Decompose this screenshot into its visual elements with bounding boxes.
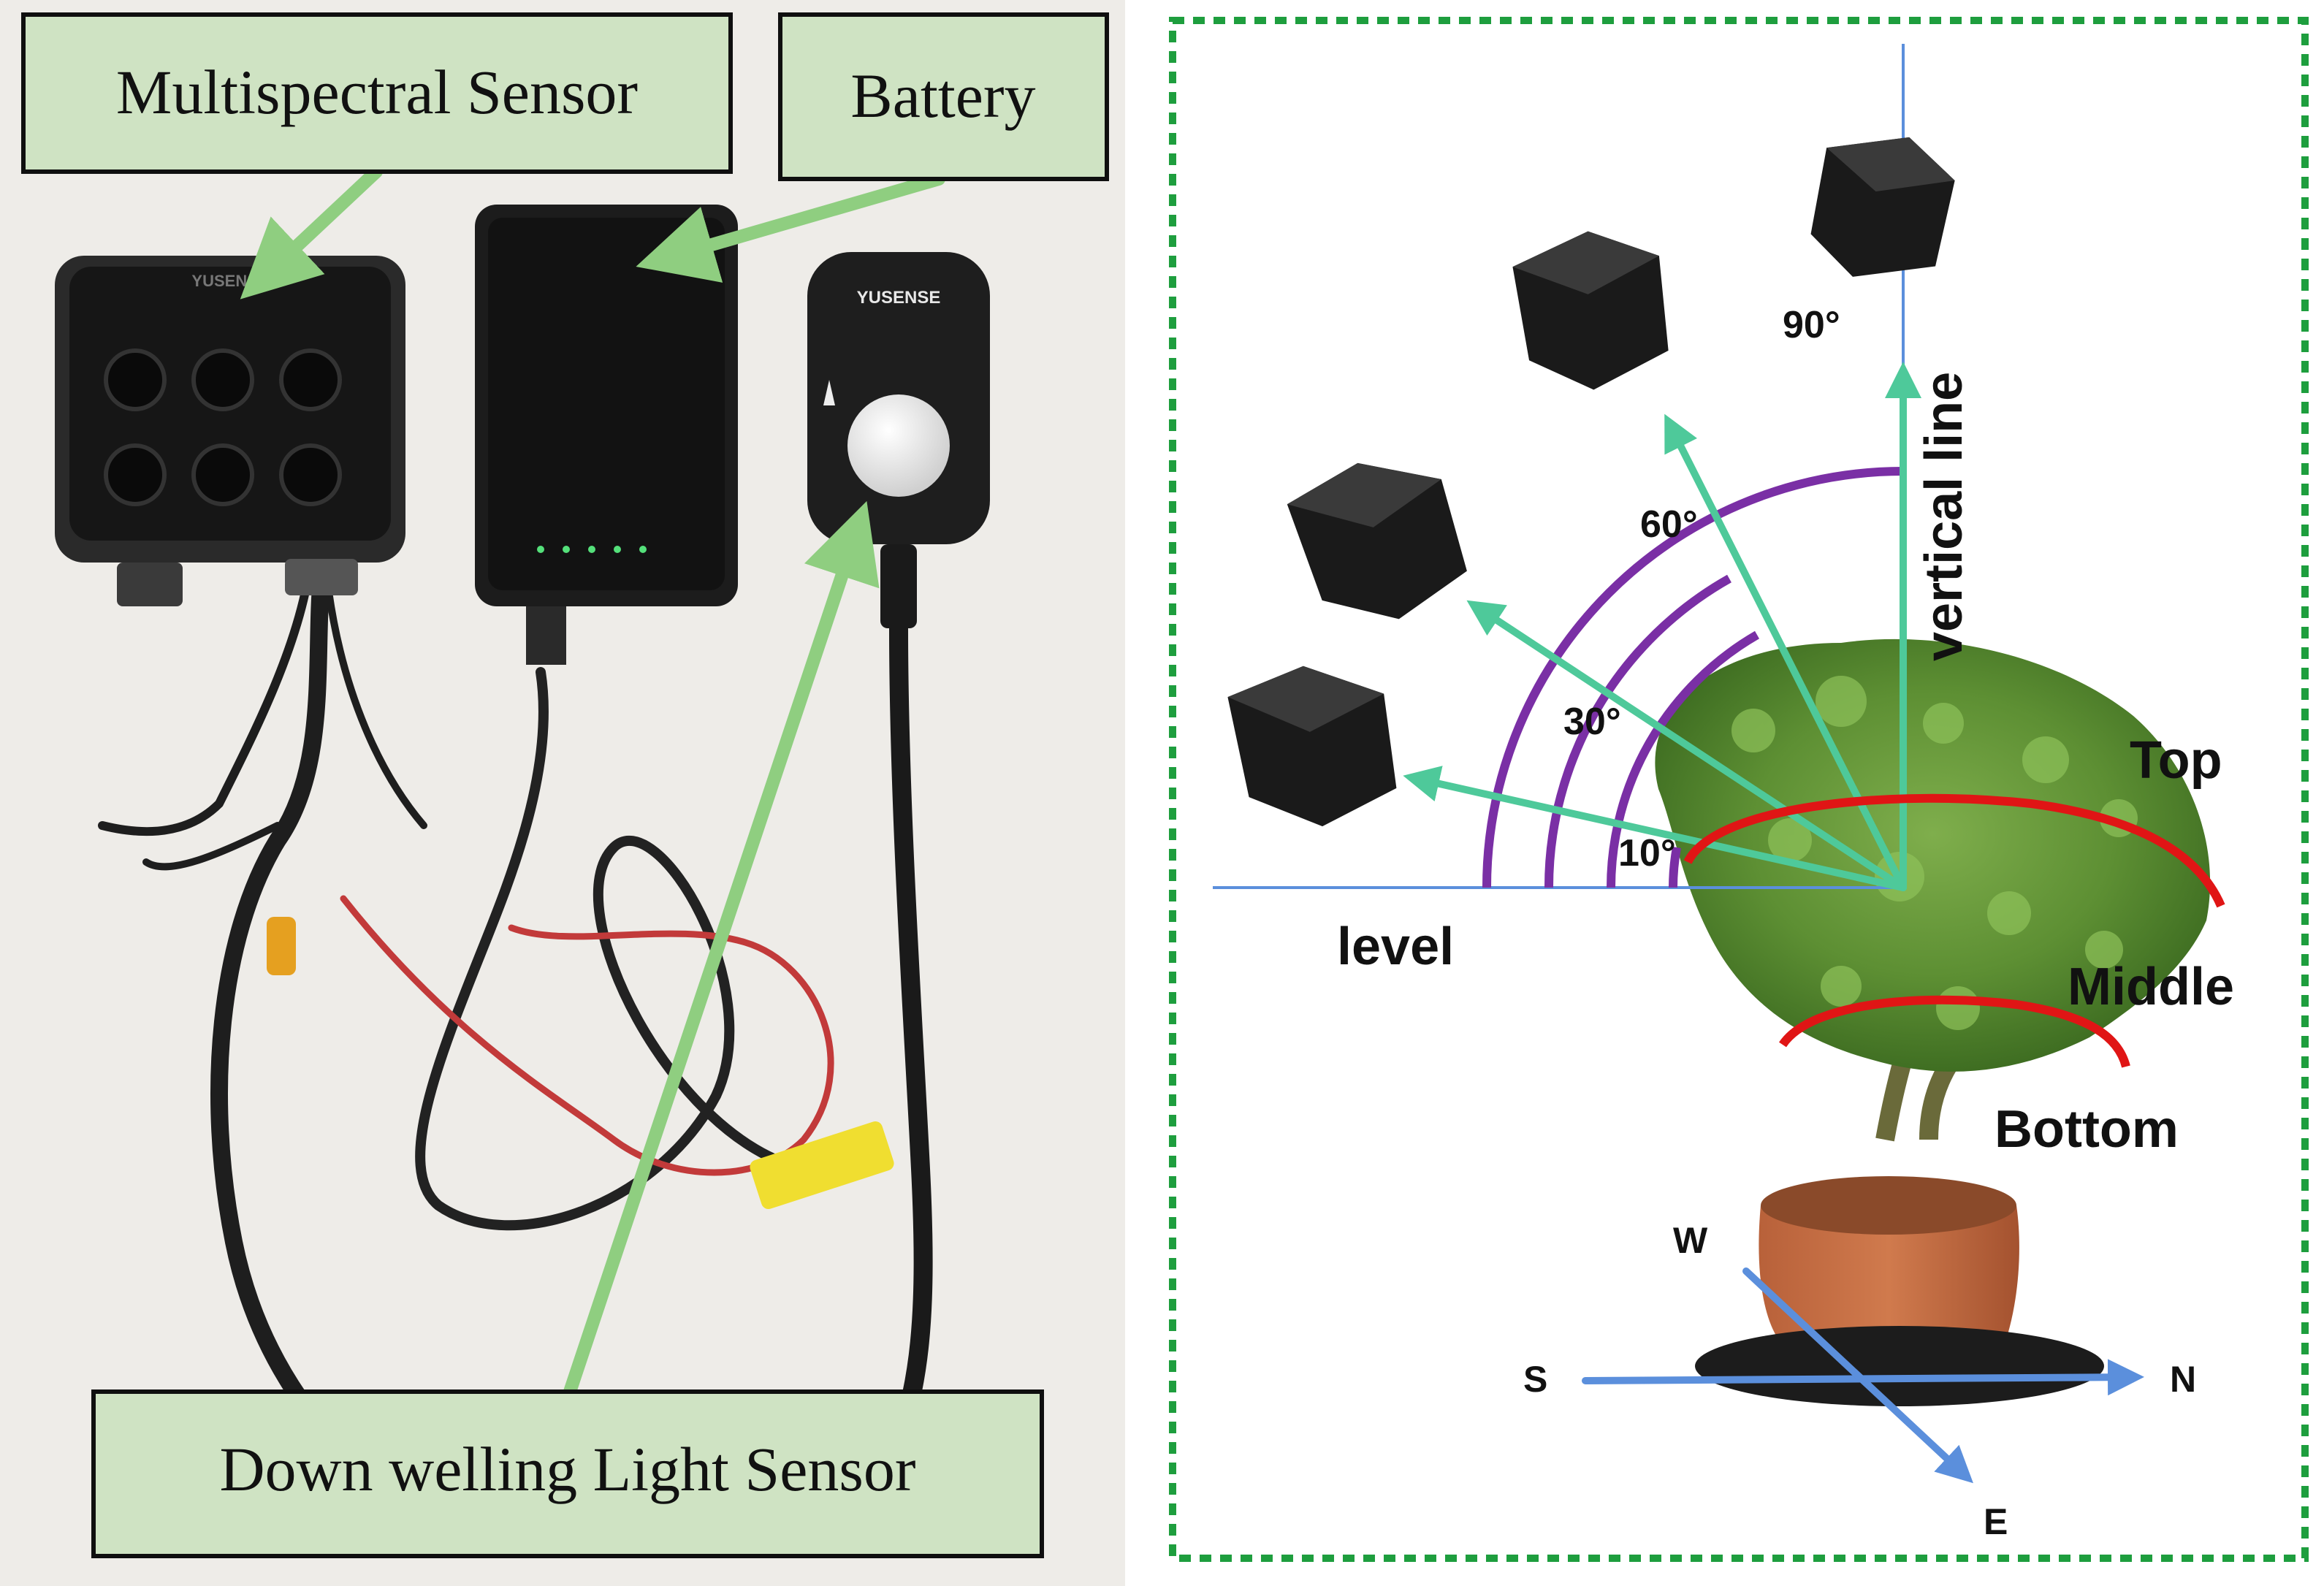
angle-label-10: 10° — [1618, 832, 1676, 874]
sensor-cube-10 — [1227, 666, 1397, 827]
downwelling-light-sensor-device: YUSENSE — [807, 252, 990, 628]
light-diffuser-dome — [847, 394, 950, 497]
angle-label-30: 30° — [1563, 701, 1621, 743]
plant-pot — [1759, 1205, 2019, 1351]
right-diagram-panel: 90° 60° 30° 10° vertical line level Top … — [1169, 17, 2309, 1562]
compass-north-label: N — [2170, 1359, 2196, 1400]
layer-top-arc — [1683, 793, 2225, 908]
pot-base — [1695, 1326, 2104, 1406]
sensor-cube-90 — [1810, 137, 1955, 277]
vertical-line-label: vertical line — [1915, 372, 1973, 661]
layer-top-label: Top — [2130, 731, 2222, 790]
arc-10 — [1669, 846, 1681, 888]
layer-middle-label: Middle — [2068, 958, 2234, 1016]
label-downwelling: Down welling Light Sensor — [91, 1389, 1044, 1558]
foliage — [1655, 638, 2211, 1072]
compass-east-label: E — [1984, 1501, 2008, 1542]
sensor-cube-30 — [1287, 462, 1467, 619]
plant-model — [1655, 638, 2211, 1406]
pointer-arrow-multispectral — [240, 165, 383, 300]
sensor-lenses — [104, 348, 342, 506]
label-multispectral-text: Multispectral Sensor — [116, 57, 638, 127]
sensor-cube-60 — [1512, 231, 1669, 390]
label-multispectral: Multispectral Sensor — [21, 12, 733, 174]
sensor-positions — [1227, 137, 1955, 827]
sight-arrow-60 — [1664, 413, 1907, 891]
sight-arrow-30 — [1466, 600, 1907, 891]
angle-arcs — [1482, 467, 1904, 888]
dls-brand-text: YUSENSE — [857, 288, 941, 308]
battery-device — [475, 205, 738, 665]
canopy-layer-arcs — [1683, 793, 2225, 1068]
pointer-arrows — [240, 165, 945, 1398]
angle-label-60: 60° — [1640, 503, 1698, 546]
arc-30 — [1607, 630, 1760, 888]
label-battery-text: Battery — [850, 61, 1035, 131]
compass-west-label: W — [1673, 1220, 1708, 1261]
level-label: level — [1337, 918, 1454, 976]
compass-south-label: S — [1523, 1359, 1547, 1400]
label-battery: Battery — [778, 12, 1109, 181]
pointer-arrow-battery — [636, 172, 945, 283]
multispectral-sensor-device: YUSENSE — [55, 256, 405, 606]
compass — [1582, 1267, 2144, 1484]
layer-bottom-label: Bottom — [1995, 1100, 2179, 1159]
pointer-arrow-downwelling — [563, 500, 880, 1398]
sight-arrow-10 — [1403, 766, 1907, 891]
angle-labels: 90° 60° 30° 10° — [1563, 304, 1840, 874]
layer-middle-arc — [1779, 995, 2130, 1068]
compass-arrow-east — [1742, 1267, 1973, 1484]
angle-label-90: 90° — [1783, 304, 1840, 346]
left-photo-panel: YUSENSE YUSENSE — [0, 0, 1125, 1586]
arc-90 — [1482, 467, 1904, 888]
arc-60 — [1544, 574, 1731, 888]
battery-indicator-leds — [537, 546, 647, 553]
label-downwelling-text: Down welling Light Sensor — [219, 1434, 915, 1504]
